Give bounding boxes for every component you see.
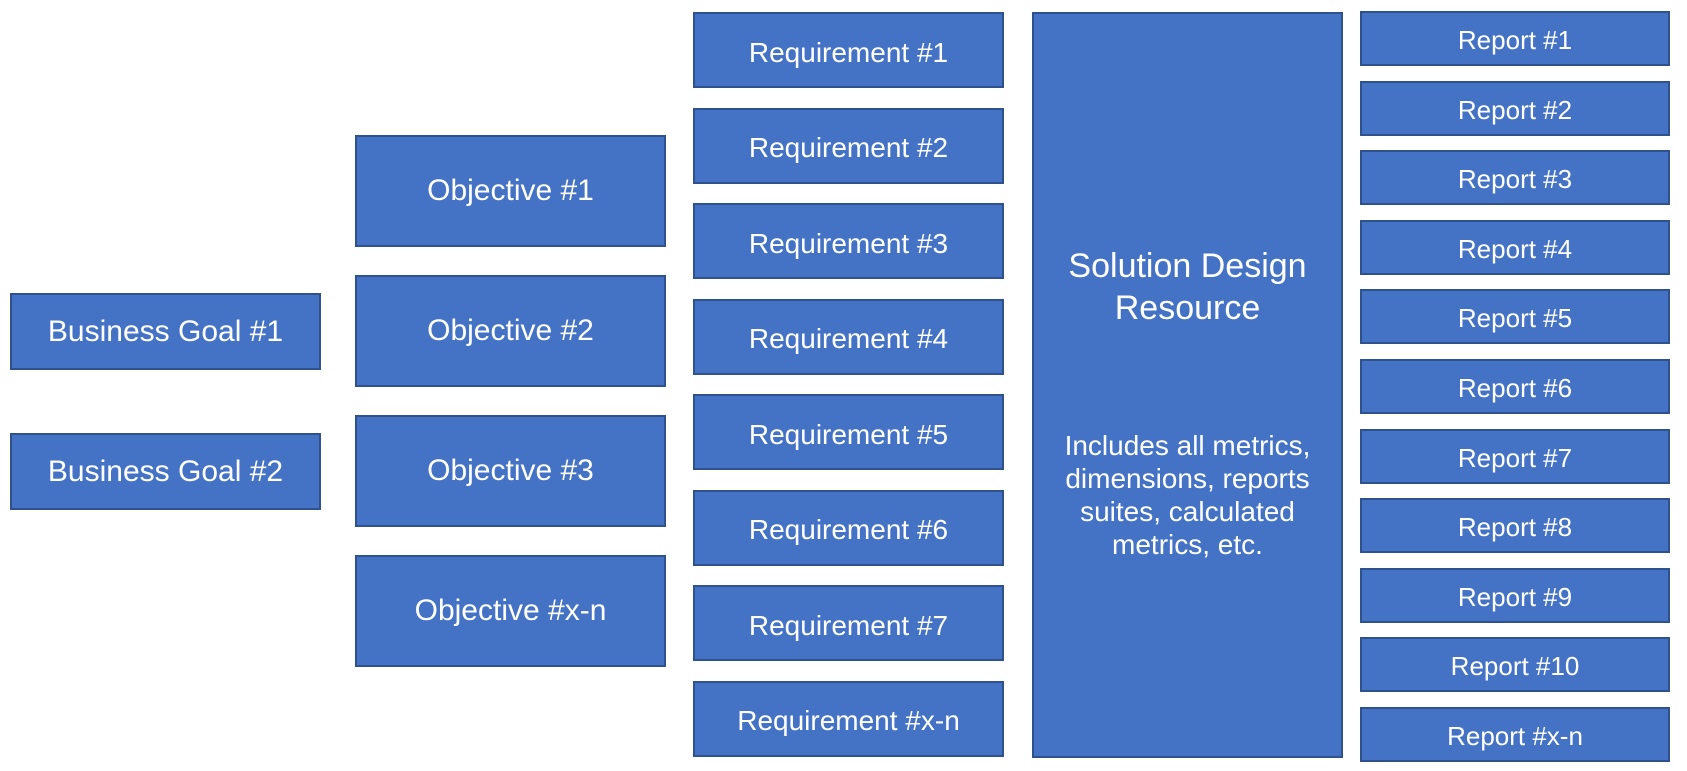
requirement-3-box: Requirement #3 (693, 203, 1004, 279)
requirement-xn-box: Requirement #x-n (693, 680, 1004, 757)
requirement-7-box: Requirement #7 (693, 585, 1004, 661)
business-goal-1-box: Business Goal #1 (10, 293, 321, 370)
solution-design-resource-description: Includes all metrics, dimensions, report… (1064, 430, 1311, 560)
reports-column: Report #1 Report #2 Report #3 Report #4 … (1360, 11, 1670, 762)
requirement-1-box: Requirement #1 (693, 12, 1004, 88)
objectives-column: Objective #1 Objective #2 Objective #3 O… (355, 135, 666, 667)
solution-design-resource-box: Solution Design Resource Includes all me… (1032, 12, 1343, 758)
report-6-box: Report #6 (1360, 358, 1670, 414)
report-2-box: Report #2 (1360, 80, 1670, 136)
requirement-2-box: Requirement #2 (693, 107, 1004, 184)
business-goal-2-box: Business Goal #2 (10, 433, 321, 510)
report-1-box: Report #1 (1360, 11, 1670, 66)
report-9-box: Report #9 (1360, 567, 1670, 623)
report-4-box: Report #4 (1360, 219, 1670, 275)
solution-design-resource-title: Solution Design Resource (1068, 247, 1307, 327)
requirement-5-box: Requirement #5 (693, 394, 1004, 470)
requirements-column: Requirement #1 Requirement #2 Requiremen… (693, 12, 1004, 757)
report-3-box: Report #3 (1360, 150, 1670, 206)
objective-1-box: Objective #1 (355, 135, 666, 247)
report-5-box: Report #5 (1360, 289, 1670, 345)
requirement-6-box: Requirement #6 (693, 489, 1004, 566)
objective-3-box: Objective #3 (355, 415, 666, 527)
report-xn-box: Report #x-n (1360, 706, 1670, 762)
report-10-box: Report #10 (1360, 637, 1670, 693)
objective-xn-box: Objective #x-n (355, 555, 666, 667)
report-8-box: Report #8 (1360, 498, 1670, 554)
report-7-box: Report #7 (1360, 428, 1670, 484)
requirement-4-box: Requirement #4 (693, 298, 1004, 375)
business-goals-column: Business Goal #1 Business Goal #2 (10, 293, 321, 510)
objective-2-box: Objective #2 (355, 275, 666, 387)
